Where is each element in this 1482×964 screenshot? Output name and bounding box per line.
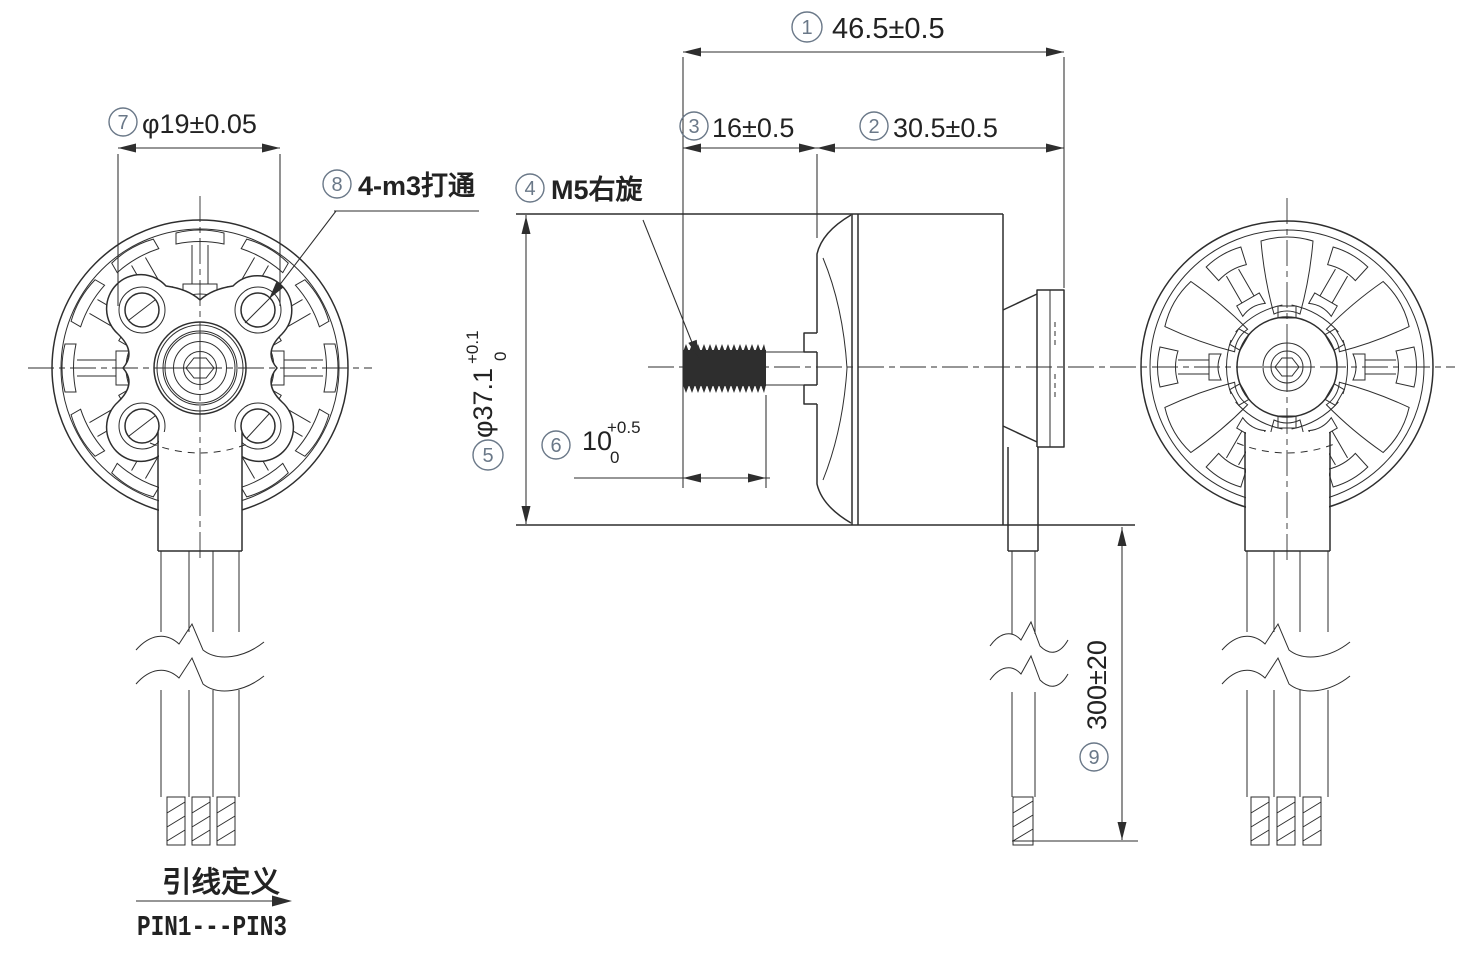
dim-overall-length-value: 46.5±0.5 [832,13,945,45]
rear-view [1140,198,1434,846]
dim-body-diameter-tol-minus: 0 [491,352,510,361]
dim-thread-spec-value: M5右旋 [551,175,643,205]
callout-9-num: 9 [1088,747,1099,769]
callout-8-num: 8 [331,174,342,196]
dim-thread-spec: 4 M5右旋 [515,173,699,358]
side-view [516,213,1135,846]
dim-thread-length-value: 10 [582,426,612,456]
mount-holes [124,292,276,444]
dim-wire-length-value: 300±20 [1082,640,1112,730]
dim-shaft-length-value: 16±0.5 [712,113,794,143]
dim-overall-length: 1 46.5±0.5 [683,11,1064,57]
dim-shaft-and-body-length: 3 16±0.5 2 30.5±0.5 [679,111,1064,153]
rotor-bell [803,214,852,524]
callout-7-num: 7 [117,112,128,134]
dim-body-diameter-tol-plus: +0.1 [463,330,482,364]
dim-thread-length: 6 10 +0.5 0 [541,418,770,483]
callout-5-num: 5 [482,445,493,467]
dim-mount-holes-value: 4-m3打通 [358,171,475,201]
front-lead-wires [135,432,265,846]
rear-mount-plate [1002,289,1065,448]
dim-body-diameter: 5 φ37.1 +0.1 0 [463,215,531,524]
dim-thread-length-tol-minus: 0 [610,448,619,467]
side-lead-wire [989,447,1069,846]
dim-hole-circle-value: φ19±0.05 [142,109,257,139]
dim-mount-holes: 8 4-m3打通 [269,169,479,299]
callout-2-num: 2 [868,116,879,138]
callout-4-num: 4 [524,178,535,200]
lead-wire-note: 引线定义 PIN1---PIN3 [136,865,292,944]
dim-wire-length: 9 300±20 [1012,527,1138,842]
rear-lead-wires [1221,432,1351,846]
dim-thread-length-tol-plus: +0.5 [607,418,641,437]
threaded-shaft [683,344,804,393]
callout-1-num: 1 [801,17,812,39]
front-centerlines [28,196,372,560]
dim-hole-circle: 7 φ19±0.05 [108,107,280,153]
dim-body-length-value: 30.5±0.5 [893,113,998,143]
lead-definition-pins: PIN1---PIN3 [137,911,287,944]
callout-3-num: 3 [688,116,699,138]
callout-6-num: 6 [550,435,561,457]
dimensions: 1 46.5±0.5 3 16±0.5 2 30.5±0.5 7 φ19±0.0… [108,11,1138,842]
lead-definition-title: 引线定义 [162,865,280,899]
dim-body-diameter-value: φ37.1 [468,368,498,438]
front-view [28,196,372,846]
